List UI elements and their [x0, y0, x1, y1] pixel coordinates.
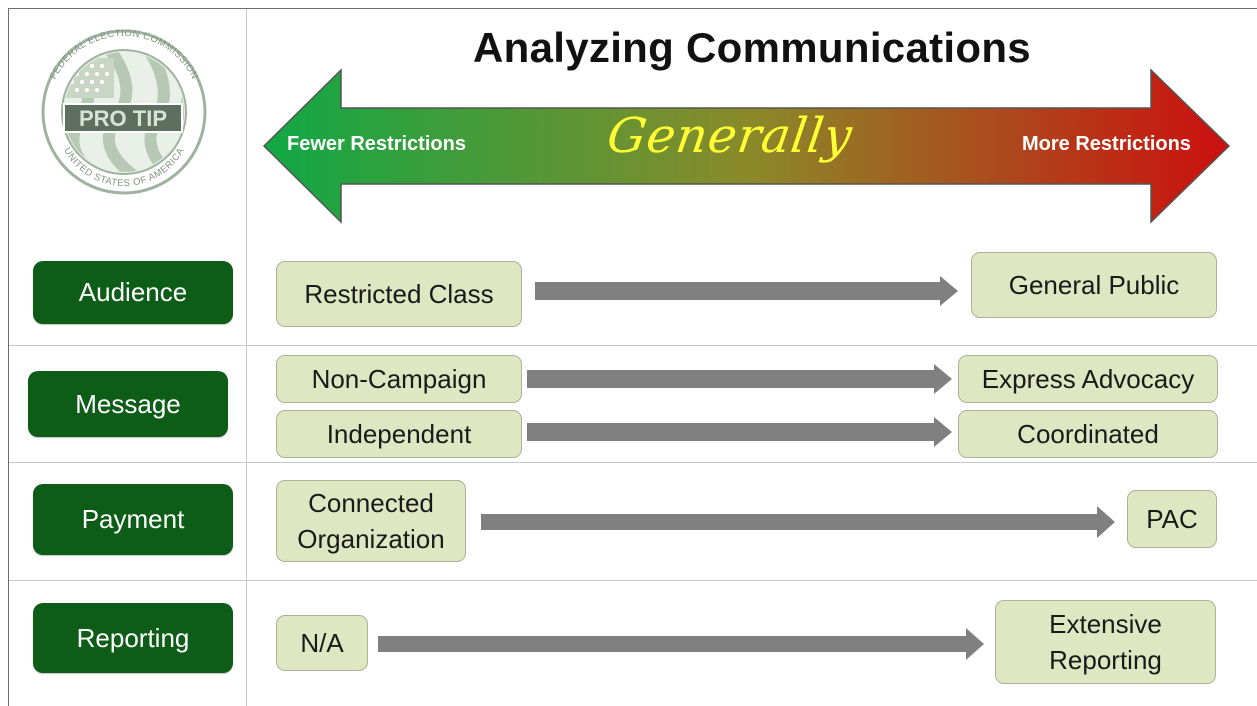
to-box-pac: PAC	[1127, 490, 1217, 548]
generally-label: Generally	[603, 108, 857, 164]
to-box-extensive-reporting: Extensive Reporting	[995, 600, 1216, 684]
category-audience: Audience	[33, 261, 233, 324]
column-divider	[246, 9, 247, 706]
row-divider	[9, 345, 1257, 346]
fec-seal-icon: FEDERAL ELECTION COMMISSION UNITED STATE…	[41, 28, 207, 195]
flow-arrow	[481, 506, 1115, 538]
category-payment: Payment	[33, 484, 233, 555]
flow-arrow	[527, 417, 952, 447]
category-reporting: Reporting	[33, 603, 233, 673]
to-box-general-public: General Public	[971, 252, 1217, 318]
row-divider	[9, 462, 1257, 463]
flow-arrow	[527, 364, 952, 394]
to-box-coordinated: Coordinated	[958, 410, 1218, 458]
from-box-na: N/A	[276, 615, 368, 671]
from-box-connected-organization: Connected Organization	[276, 480, 466, 562]
pro-tip-badge: PRO TIP	[79, 106, 167, 131]
row-divider	[9, 580, 1257, 581]
frame-top-border	[8, 8, 1257, 9]
category-message: Message	[28, 371, 228, 437]
from-box-restricted-class: Restricted Class	[276, 261, 522, 327]
flow-arrow	[378, 628, 984, 660]
from-box-independent: Independent	[276, 410, 522, 458]
more-restrictions-label: More Restrictions	[1022, 133, 1191, 155]
flow-arrow	[535, 276, 958, 306]
from-box-non-campaign: Non-Campaign	[276, 355, 522, 403]
to-box-express-advocacy: Express Advocacy	[958, 355, 1218, 403]
page-title: Analyzing Communications	[473, 24, 1031, 71]
frame-left-border	[8, 8, 9, 706]
fewer-restrictions-label: Fewer Restrictions	[287, 133, 466, 155]
